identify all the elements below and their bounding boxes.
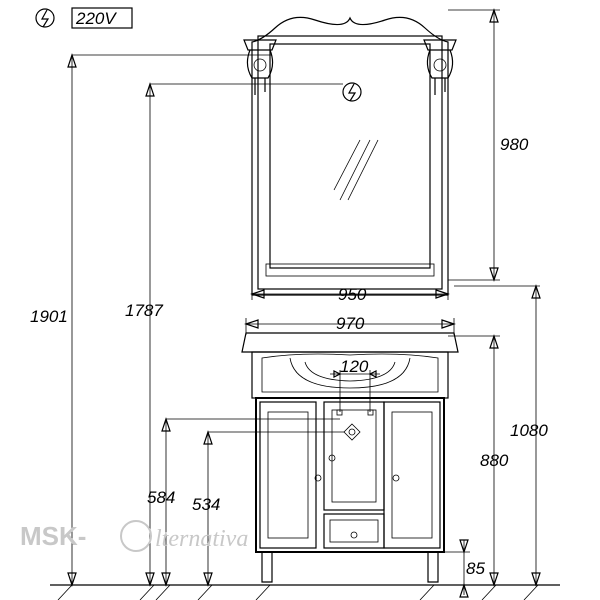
outlet-legend-icon [35,8,55,28]
dimension-lines [67,8,541,598]
left-lamp [243,39,277,95]
legend: 220V [35,7,133,29]
dim-sink-width: 970 [336,314,365,333]
dim-leg-height: 85 [466,559,485,578]
dim-inlet-height: 584 [147,488,175,507]
dim-cabinet-with-sink-height: 1080 [510,421,548,440]
watermark-script: lternativa [155,526,248,552]
right-lamp [423,39,457,95]
outlet-icon [342,82,362,102]
dim-cabinet-height: 880 [480,451,509,470]
mirror [243,16,457,296]
watermark: MSK- lternativa [20,520,248,552]
voltage-box [71,7,133,29]
watermark-brand: MSK- [20,521,86,551]
dim-mirror-height: 980 [500,135,529,154]
voltage-label: 220V [75,9,117,28]
dim-outlet-height: 1787 [125,301,163,320]
floor-line [50,584,560,600]
vanity-cabinet [241,332,459,583]
watermark-at-icon [120,520,152,552]
dim-total-height: 1901 [30,307,68,326]
dim-pipe-spacing: 120 [340,357,369,376]
dim-mirror-width: 950 [338,285,367,304]
dim-drain-height: 534 [192,495,220,514]
